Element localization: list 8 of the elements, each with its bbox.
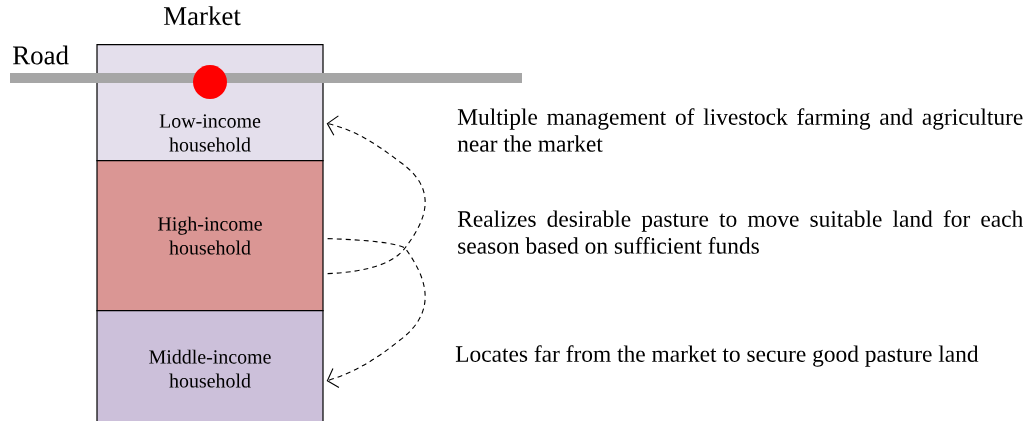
description-text: Multiple management of livestock farming and agriculture near the market	[457, 108, 1023, 152]
road-label: Road	[13, 45, 69, 65]
household-box: High-income household	[96, 160, 324, 312]
dashed-arrow	[326, 115, 426, 275]
household-box: Middle-income household	[96, 310, 324, 421]
description-text: Realizes desirable pasture to move suitable land for each season based on sufficient funds	[457, 210, 1023, 254]
description-text: Locates far from the market to secure good pasture land	[455, 345, 979, 367]
dashed-arrow	[326, 238, 426, 389]
